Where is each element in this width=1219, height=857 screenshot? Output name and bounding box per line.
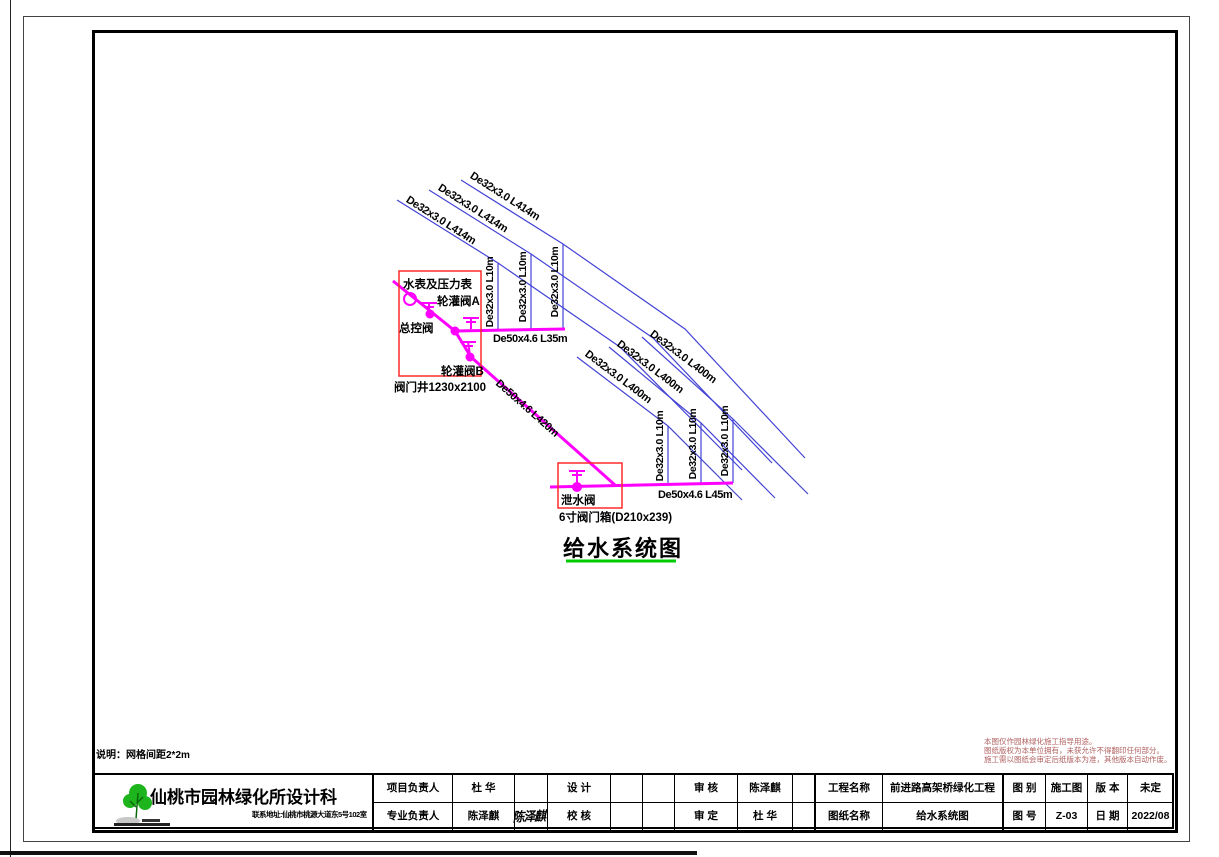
drawing-name-label: 图纸名称 [814,803,882,831]
valve-well-boxes [398,270,623,509]
pipe-label-riser-1: De32x3.0 L10m [484,256,496,328]
inner-frame [92,30,1178,833]
review-label: 审 核 [674,775,737,803]
review-sign-cell [792,775,814,803]
project-lead-label: 项目负责人 [372,775,452,803]
date-label: 日 期 [1087,803,1127,831]
reviewer-value: 陈泽麒 [737,775,792,803]
approver-value: 杜 华 [737,803,792,831]
sheet-edge-line [10,0,11,857]
project-name-value: 前进路高架桥绿化工程 [882,775,1002,803]
number-label: 图 号 [1002,803,1045,831]
check-value-cell [610,803,642,831]
label-valve-well: 阀门井1230x2100 [394,382,487,394]
pro-lead-value: 陈泽麒 [452,803,514,831]
project-lead-value: 杜 华 [452,775,514,803]
pro-lead-sign-cell [514,803,547,831]
project-name-label: 工程名称 [814,775,882,803]
check-label: 校 核 [547,803,610,831]
pipe-label-riser-3: De32x3.0 L10m [549,246,561,318]
label-valve-b: 轮灌阀B [441,366,484,378]
outer-frame [23,16,1190,842]
pipe-label-riser-4: De32x3.0 L10m [654,410,666,482]
category-label: 图 别 [1002,775,1045,803]
design-value-cell [610,775,642,803]
valve-nodes [425,309,582,492]
copyright-note-1: 本图仅作园林绿化施工指导用途。 [984,737,1097,746]
pipe-label-riser-6: De32x3.0 L10m [719,405,731,477]
label-valve-a: 轮灌阀A [437,296,480,308]
sheet-bottom-bar [0,851,697,855]
company-name: 仙桃市园林绿化所设计科 [150,788,337,807]
date-value: 2022/08 [1127,803,1173,831]
check-sign-cell [642,803,674,831]
drawing-title: 给水系统图 [563,536,684,561]
handwritten-signature: 陈泽麒 [512,808,546,825]
label-water-meter: 水表及压力表 [403,279,472,291]
pipe-label-branch45: De50x4.6 L45m [658,489,733,501]
water-meter-icon [403,292,417,306]
approve-label: 审 定 [674,803,737,831]
category-value: 施工图 [1045,775,1087,803]
pipe-label-branch35: De50x4.6 L35m [493,333,568,345]
valve-icon-main [463,317,479,329]
pipe-label-riser-2: De32x3.0 L10m [517,251,529,323]
design-label: 设 计 [547,775,610,803]
version-value: 未定 [1127,775,1173,803]
company-address: 联系地址:仙桃市桃源大道东5号102室 [252,810,367,819]
copyright-note-2: 图纸版权为本单位拥有，未获允许不得翻印任何部分。 [984,746,1164,755]
company-cell: 仙桃市园林绿化所设计科 联系地址:仙桃市桃源大道东5号102室 [94,775,372,831]
company-logo-icon [114,784,170,826]
riser-pipes [497,244,734,485]
drawing-name-value: 给水系统图 [882,803,1002,831]
number-value: Z-03 [1045,803,1087,831]
grid-spacing-note: 说明：网格间距2*2m [96,750,190,761]
design-sign-cell [642,775,674,803]
title-block: 仙桃市园林绿化所设计科 联系地址:仙桃市桃源大道东5号102室 项目负责人 杜 … [92,773,1174,831]
version-label: 版 本 [1087,775,1127,803]
label-main-valve: 总控阀 [399,323,434,335]
pro-lead-label: 专业负责人 [372,803,452,831]
copyright-note-3: 施工需以图纸会审定后纸版本为准，其他版本自动作废。 [984,755,1172,764]
label-valve-box: 6寸阀门箱(D210x239) [559,512,673,524]
project-lead-sign-cell [514,775,547,803]
label-drain-valve: 泄水阀 [561,495,596,507]
approve-sign-cell [792,803,814,831]
pipe-label-riser-5: De32x3.0 L10m [687,408,699,480]
